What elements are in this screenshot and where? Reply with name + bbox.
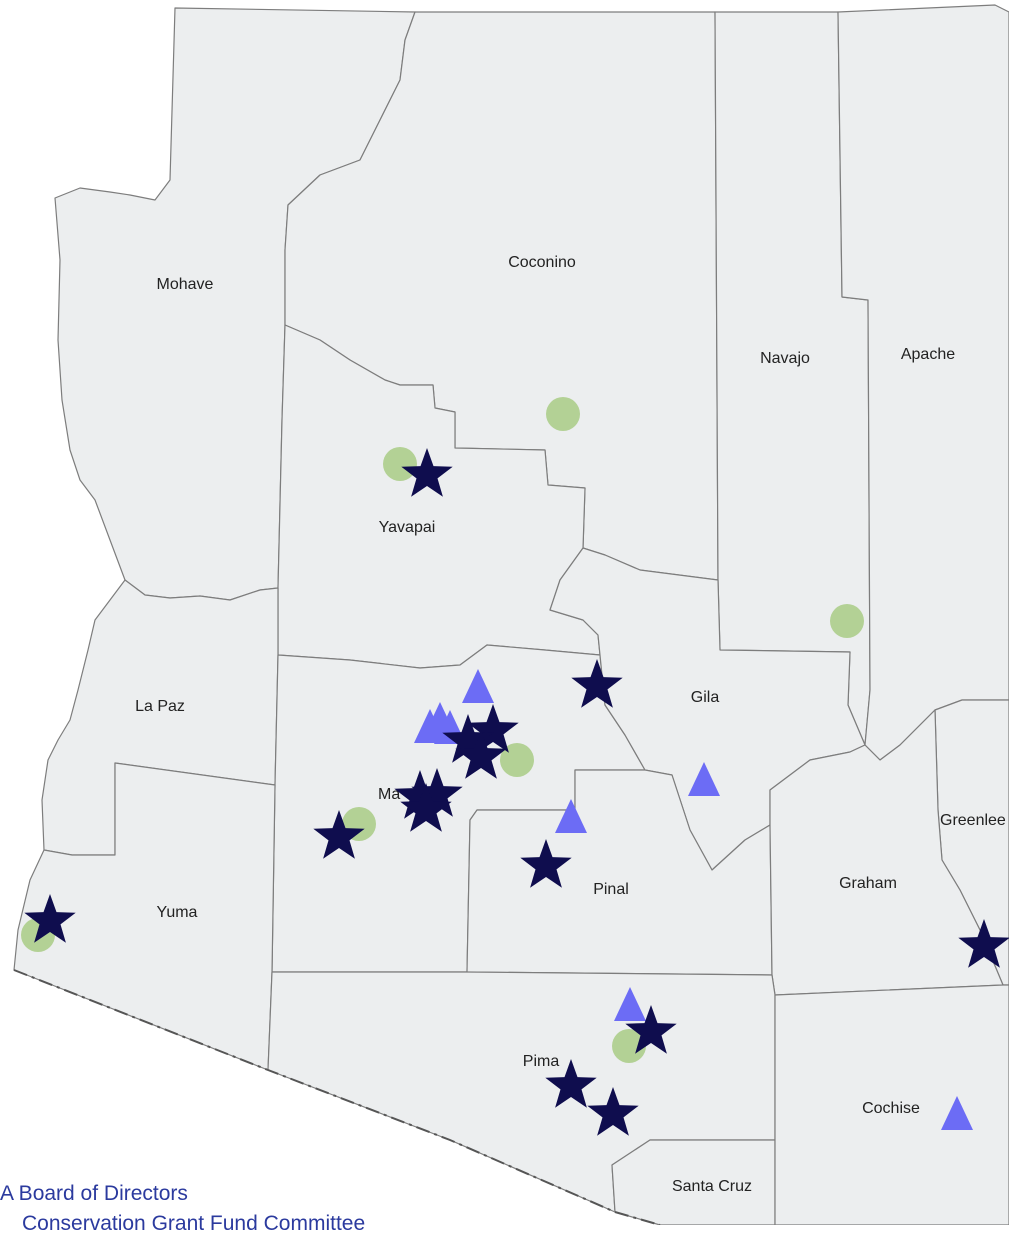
- county-label-graham: Graham: [839, 875, 897, 892]
- star-marker[interactable]: [467, 704, 519, 753]
- star-marker[interactable]: [520, 839, 572, 888]
- star-marker[interactable]: [400, 783, 452, 832]
- county-label-mohave: Mohave: [157, 276, 214, 293]
- star-marker[interactable]: [545, 1059, 597, 1108]
- county-label-navajo: Navajo: [760, 350, 810, 367]
- county-label-gila: Gila: [691, 689, 720, 706]
- star-marker[interactable]: [401, 448, 453, 497]
- county-label-cochise: Cochise: [862, 1100, 920, 1117]
- triangle-marker[interactable]: [555, 799, 587, 833]
- triangle-markers: [414, 669, 973, 1130]
- legend-line-conservation-grant-fund: Conservation Grant Fund Committee: [22, 1212, 366, 1235]
- county-label-la-paz: La Paz: [135, 698, 185, 715]
- triangle-marker[interactable]: [614, 987, 646, 1021]
- star-marker[interactable]: [411, 768, 463, 817]
- circle-markers: [21, 397, 864, 1063]
- county-santa-cruz[interactable]: [611, 1139, 776, 1225]
- county-label-santa-cruz: Santa Cruz: [672, 1178, 752, 1195]
- circle-marker[interactable]: [612, 1029, 646, 1063]
- star-marker[interactable]: [625, 1005, 677, 1054]
- triangle-marker[interactable]: [462, 669, 494, 703]
- star-marker[interactable]: [442, 714, 494, 763]
- county-label-coconino: Coconino: [508, 254, 576, 271]
- legend-line-board-of-directors: A Board of Directors: [0, 1182, 188, 1205]
- county-label-yuma: Yuma: [157, 904, 198, 921]
- star-marker[interactable]: [958, 919, 1009, 968]
- county-label-maricopa: Ma: [378, 786, 400, 803]
- star-marker[interactable]: [455, 730, 507, 779]
- county-graham[interactable]: [769, 709, 1004, 996]
- county-cochise[interactable]: [774, 984, 1009, 1225]
- star-marker[interactable]: [313, 810, 365, 859]
- county-label-greenlee: Greenlee: [940, 812, 1006, 829]
- star-markers: [24, 448, 1009, 1136]
- star-marker[interactable]: [587, 1087, 639, 1136]
- star-marker[interactable]: [394, 770, 446, 819]
- county-label-pinal: Pinal: [593, 881, 629, 898]
- county-label-pima: Pima: [523, 1053, 560, 1070]
- triangle-marker[interactable]: [688, 762, 720, 796]
- circle-marker[interactable]: [383, 447, 417, 481]
- star-marker[interactable]: [24, 894, 76, 943]
- triangle-marker[interactable]: [941, 1096, 973, 1130]
- county-label-apache: Apache: [901, 346, 955, 363]
- international-border: [13, 969, 661, 1225]
- circle-marker[interactable]: [546, 397, 580, 431]
- star-marker[interactable]: [571, 659, 623, 708]
- circle-marker[interactable]: [830, 604, 864, 638]
- county-label-yavapai: Yavapai: [379, 519, 436, 536]
